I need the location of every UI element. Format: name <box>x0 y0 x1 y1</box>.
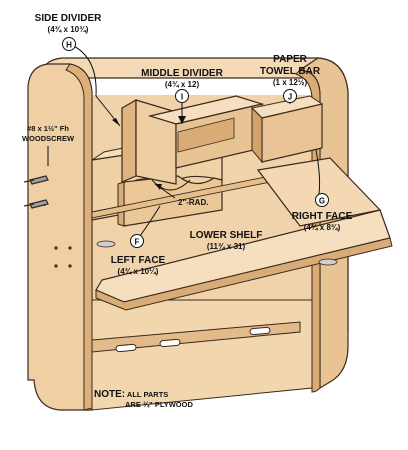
svg-text:H: H <box>66 41 72 50</box>
key-circle-g: G <box>315 193 329 207</box>
right-face-dims: (4¾ x 8¾) <box>304 223 341 232</box>
lower-shelf-title: LOWER SHELF <box>190 230 263 241</box>
svg-text:F: F <box>135 238 140 247</box>
note-line1: NOTE: ALL PARTS <box>94 389 168 400</box>
left-face-panel-edge <box>117 181 125 227</box>
right-box-side <box>251 106 263 164</box>
woodscrew-line1: #8 x 1½" Fh <box>27 124 69 133</box>
lower-shelf-edge <box>95 237 393 311</box>
right-face-title: RIGHT FACE <box>292 211 353 222</box>
svg-text:G: G <box>319 197 325 206</box>
lower-rail <box>91 321 301 353</box>
key-circle-j: J <box>283 89 297 103</box>
middle-divider-dims: (4¾ x 12) <box>165 80 200 89</box>
lower-shelf-dims: (11¾ x 31) <box>207 242 246 251</box>
middle-divider-title: MIDDLE DIVIDER <box>141 68 223 79</box>
towel-bar-dims: (1 x 12½) <box>273 78 308 87</box>
key-circle-i: I <box>175 89 189 103</box>
note-line2: ARE ¾" PLYWOOD <box>125 400 193 409</box>
note-text-1: ALL PARTS <box>125 390 168 399</box>
note-heading: NOTE: <box>94 389 125 400</box>
arrow-heads <box>112 116 186 190</box>
key-circle-h: H <box>62 37 76 51</box>
left-face-dims: (4¾ x 10¼) <box>118 267 159 276</box>
radius-arc <box>151 179 191 191</box>
towel-bar-title-2: TOWEL BAR <box>260 66 321 77</box>
left-side-front-edge <box>65 63 93 411</box>
side-divider <box>121 98 137 183</box>
radius-label: 2"-RAD. <box>178 198 208 207</box>
slot-cutouts <box>115 326 271 353</box>
right-side-front-edge <box>295 69 321 393</box>
left-side-panel <box>27 63 93 411</box>
key-circle-f: F <box>130 234 144 248</box>
svg-text:I: I <box>181 93 183 102</box>
woodscrew-icon <box>23 175 49 209</box>
shelf-pins <box>96 240 338 266</box>
side-divider-dims: (4¾ x 10¾) <box>48 25 89 34</box>
left-face-title: LEFT FACE <box>111 255 166 266</box>
svg-text:J: J <box>288 93 292 102</box>
woodscrew-line2: WOODSCREW <box>22 134 75 143</box>
side-divider-title: SIDE DIVIDER <box>35 13 102 24</box>
middle-divider-inner <box>177 117 235 153</box>
towel-bar-title-1: PAPER <box>273 54 307 65</box>
